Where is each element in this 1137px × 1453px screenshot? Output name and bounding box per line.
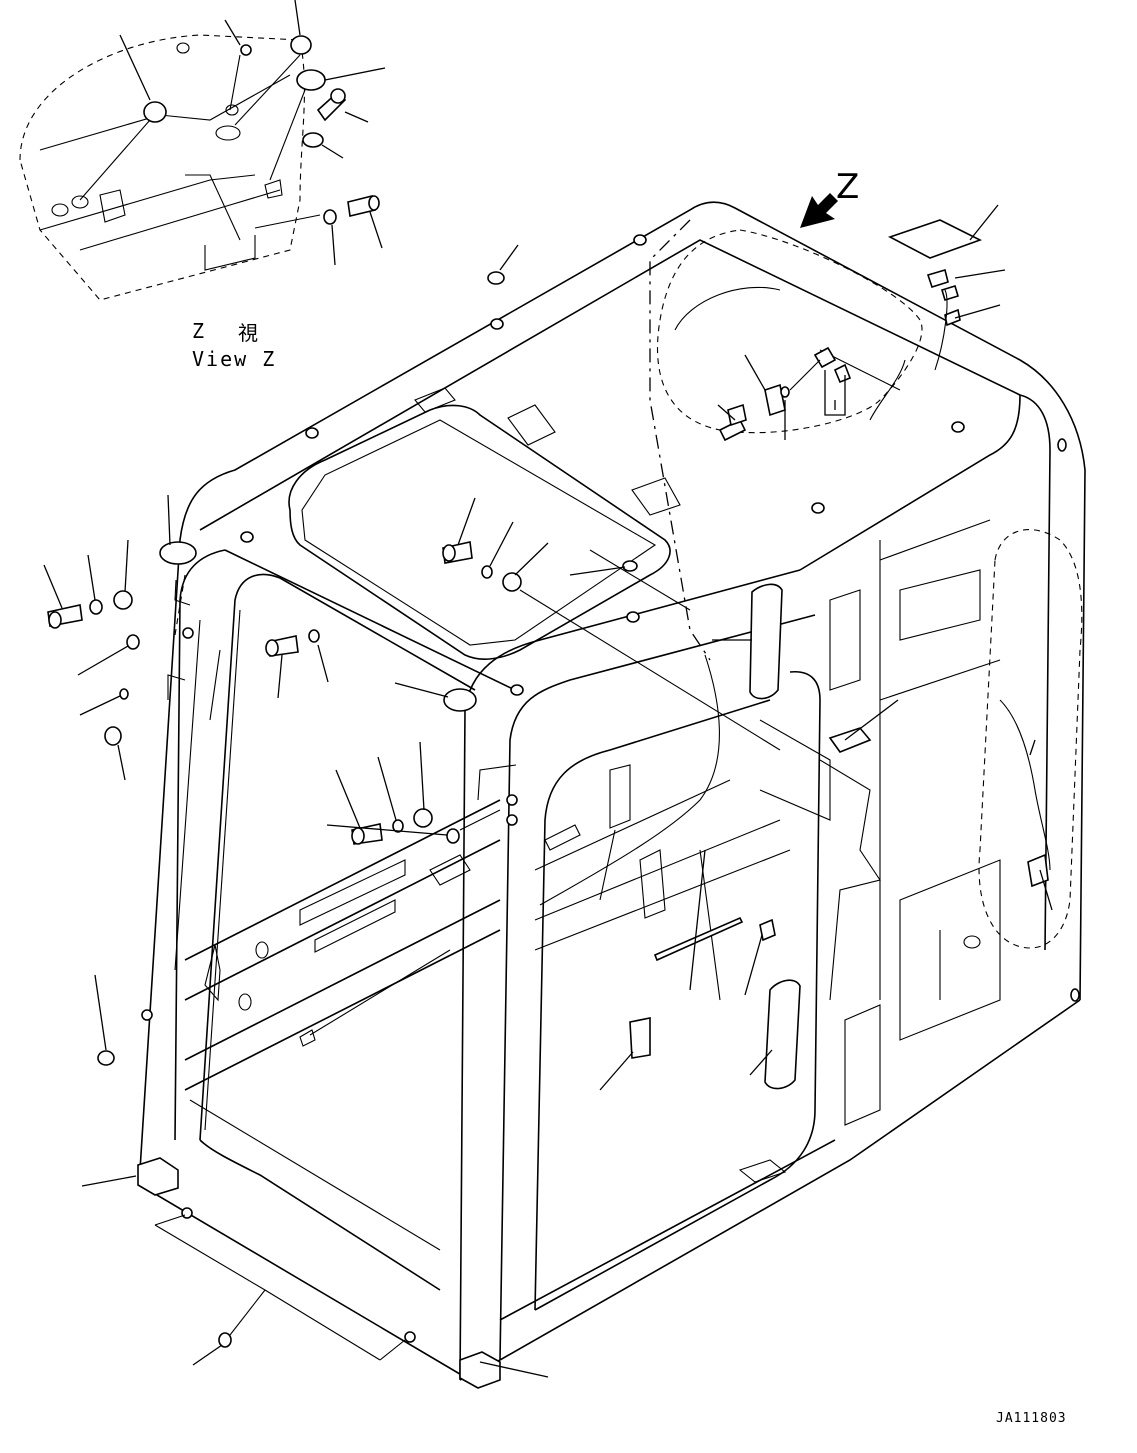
- washer: [323, 209, 337, 225]
- washer: [302, 132, 324, 148]
- nut: [413, 808, 433, 828]
- cab-parts: [47, 219, 1049, 1348]
- washer: [392, 819, 404, 833]
- drawing-code: JA111803: [996, 1411, 1067, 1426]
- label-plate: [629, 1017, 651, 1059]
- cab-frame: [137, 201, 1086, 1389]
- small-plug: [240, 44, 252, 56]
- plug: [487, 271, 505, 285]
- arrow-z-label: Z: [836, 167, 859, 207]
- nut: [113, 590, 133, 610]
- bracket: [828, 727, 872, 753]
- seal-strip: [653, 916, 744, 962]
- plug: [126, 634, 140, 650]
- plug: [104, 726, 122, 746]
- washer: [481, 565, 493, 579]
- clip: [218, 1332, 232, 1348]
- connector: [926, 268, 949, 288]
- clip: [944, 308, 961, 327]
- view-z-inset: [19, 0, 386, 301]
- view-z-arrow: [800, 193, 838, 228]
- rubber-pad: [749, 583, 783, 700]
- rubber-pad: [764, 979, 801, 1090]
- corner-cap: [137, 1157, 179, 1196]
- harness-lines: [174, 219, 1083, 1036]
- leader-lines: [43, 204, 1053, 1378]
- washer: [308, 629, 320, 643]
- plug-cap: [290, 35, 312, 55]
- plug: [622, 560, 638, 572]
- corner-cap: [459, 1351, 501, 1389]
- view-z-caption: View Z: [192, 347, 276, 371]
- washer: [89, 599, 103, 615]
- grommet: [159, 541, 197, 565]
- nut: [502, 572, 522, 592]
- plug-cap: [143, 101, 167, 123]
- view-z-kanji: 視: [238, 321, 260, 345]
- grommet: [443, 688, 477, 712]
- plug: [446, 828, 460, 844]
- clamp: [759, 918, 776, 942]
- clip: [97, 1050, 115, 1066]
- caution-label: [887, 219, 983, 259]
- connector: [1027, 853, 1049, 888]
- grommet: [296, 69, 326, 91]
- view-z-letter: Z: [192, 319, 206, 343]
